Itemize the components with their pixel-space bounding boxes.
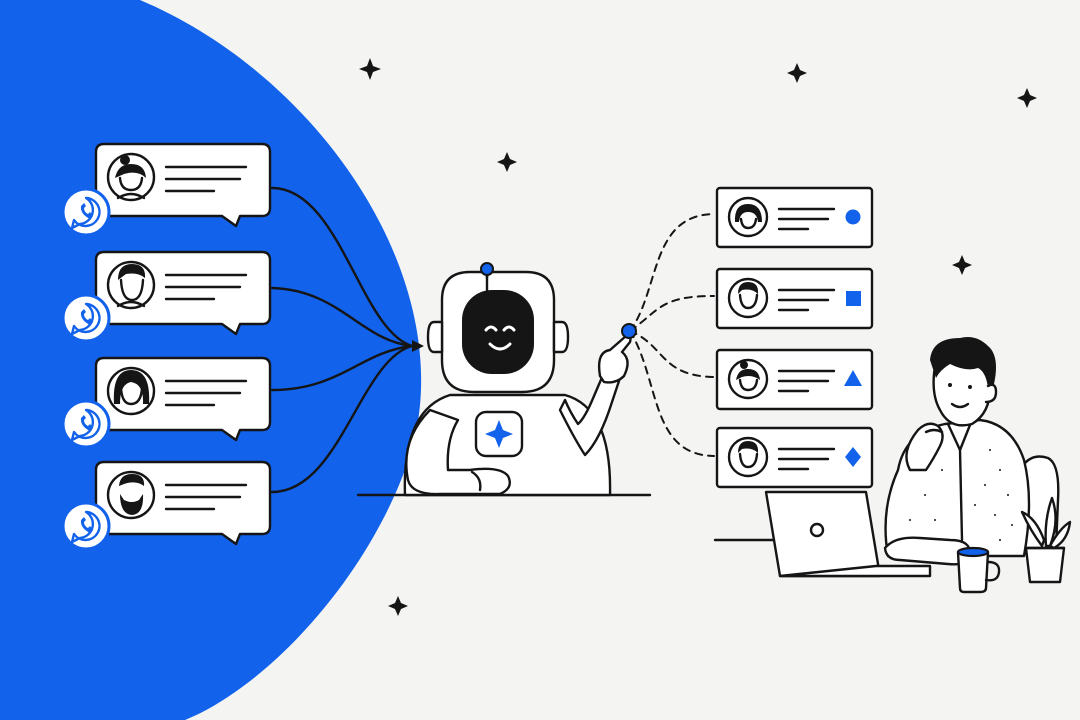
sparkle-icon	[787, 63, 807, 83]
sparkle-icon	[388, 596, 408, 616]
incoming-message-list	[61, 142, 272, 551]
robot-icon	[356, 262, 652, 497]
routing-hub	[621, 323, 637, 339]
square-icon	[846, 291, 861, 306]
sparkle-icon	[359, 58, 381, 80]
sparkle-decorations	[359, 58, 1037, 616]
queue-card[interactable]	[715, 186, 874, 249]
sparkle-icon	[485, 420, 513, 448]
woman-bun-avatar	[727, 358, 769, 400]
whatsapp-icon	[61, 399, 111, 449]
routed-queue-list	[715, 186, 874, 489]
diamond-icon	[845, 447, 861, 467]
woman-bun-avatar	[106, 152, 156, 202]
mug-icon	[956, 546, 1001, 594]
incoming-connections	[270, 186, 414, 494]
queue-card[interactable]	[715, 348, 874, 411]
message-bubble[interactable]	[61, 460, 272, 551]
arrow-head	[412, 340, 424, 352]
sparkle-icon	[1017, 88, 1037, 108]
whatsapp-icon	[61, 187, 111, 237]
routing-connections	[629, 213, 715, 457]
whatsapp-icon	[61, 293, 111, 343]
circle-icon	[845, 209, 861, 225]
triangle-icon	[844, 370, 862, 386]
sparkle-icon	[952, 255, 972, 275]
message-bubble[interactable]	[61, 142, 272, 237]
sparkle-icon	[497, 152, 517, 172]
plant-icon	[1020, 496, 1072, 584]
queue-card[interactable]	[715, 426, 874, 489]
queue-card[interactable]	[715, 267, 874, 330]
whatsapp-icon	[61, 501, 111, 551]
message-bubble[interactable]	[61, 250, 272, 343]
support-agent-icon	[713, 337, 1072, 594]
message-bubble[interactable]	[61, 356, 272, 449]
